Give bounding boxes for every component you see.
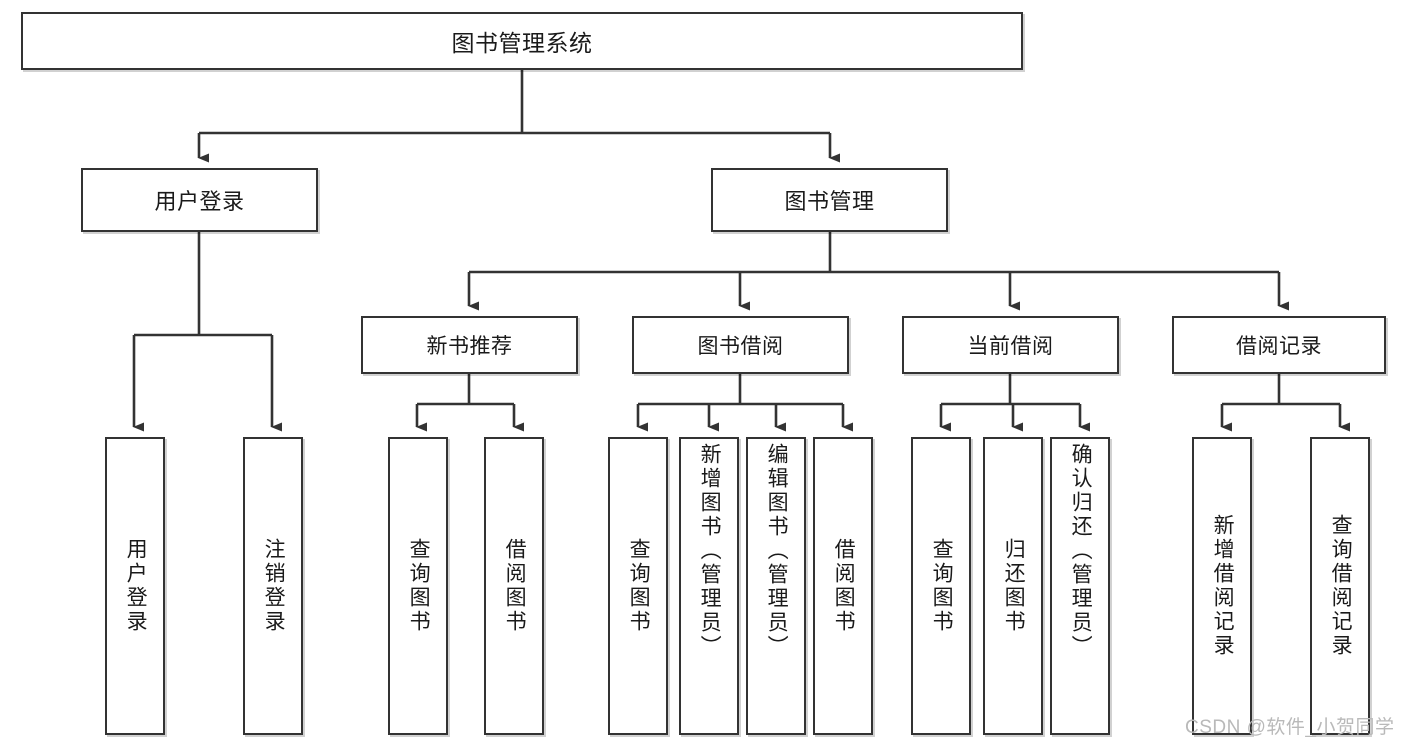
leaf-borrow-book-recommend[interactable]: 借阅图书 bbox=[484, 437, 544, 735]
leaf-edit-book-admin[interactable]: 编辑图书（管理员） bbox=[746, 437, 806, 735]
node-root-system[interactable]: 图书管理系统 bbox=[21, 12, 1023, 70]
leaf-label: 查询图书 bbox=[407, 538, 431, 634]
leaf-label: 借阅图书 bbox=[503, 538, 527, 634]
node-new-book-recommend[interactable]: 新书推荐 bbox=[361, 316, 578, 374]
leaf-query-borrow-record[interactable]: 查询借阅记录 bbox=[1310, 437, 1370, 735]
node-book-borrow[interactable]: 图书借阅 bbox=[632, 316, 849, 374]
leaf-label: 新增图书（管理员） bbox=[698, 443, 722, 659]
node-borrow-record[interactable]: 借阅记录 bbox=[1172, 316, 1386, 374]
leaf-query-book-current[interactable]: 查询图书 bbox=[911, 437, 971, 735]
node-label: 用户登录 bbox=[154, 189, 245, 214]
leaf-label: 查询图书 bbox=[930, 538, 954, 634]
node-label: 新书推荐 bbox=[426, 335, 513, 358]
node-label: 借阅记录 bbox=[1236, 335, 1322, 358]
leaf-add-book-admin[interactable]: 新增图书（管理员） bbox=[679, 437, 739, 735]
node-label: 图书管理 bbox=[784, 189, 875, 214]
leaf-label: 新增借阅记录 bbox=[1211, 514, 1235, 658]
leaf-query-book-recommend[interactable]: 查询图书 bbox=[388, 437, 448, 735]
node-label: 图书借阅 bbox=[697, 335, 784, 358]
leaf-label: 借阅图书 bbox=[832, 538, 856, 634]
leaf-borrow-book[interactable]: 借阅图书 bbox=[813, 437, 873, 735]
node-book-manage[interactable]: 图书管理 bbox=[711, 168, 948, 232]
leaf-query-book-borrow[interactable]: 查询图书 bbox=[608, 437, 668, 735]
node-user-login[interactable]: 用户登录 bbox=[81, 168, 318, 232]
leaf-label: 确认归还（管理员） bbox=[1069, 443, 1093, 659]
leaf-logout[interactable]: 注销登录 bbox=[243, 437, 303, 735]
leaf-label: 注销登录 bbox=[262, 538, 286, 634]
leaf-label: 用户登录 bbox=[124, 538, 148, 634]
leaf-return-book[interactable]: 归还图书 bbox=[983, 437, 1043, 735]
leaf-confirm-return-admin[interactable]: 确认归还（管理员） bbox=[1050, 437, 1110, 735]
leaf-user-login[interactable]: 用户登录 bbox=[105, 437, 165, 735]
leaf-label: 查询借阅记录 bbox=[1329, 514, 1353, 658]
leaf-add-borrow-record[interactable]: 新增借阅记录 bbox=[1192, 437, 1252, 735]
leaf-label: 归还图书 bbox=[1002, 538, 1026, 634]
node-label: 图书管理系统 bbox=[451, 30, 593, 56]
node-current-borrow[interactable]: 当前借阅 bbox=[902, 316, 1119, 374]
node-label: 当前借阅 bbox=[967, 335, 1054, 358]
leaf-label: 查询图书 bbox=[627, 538, 651, 634]
leaf-label: 编辑图书（管理员） bbox=[765, 443, 789, 659]
